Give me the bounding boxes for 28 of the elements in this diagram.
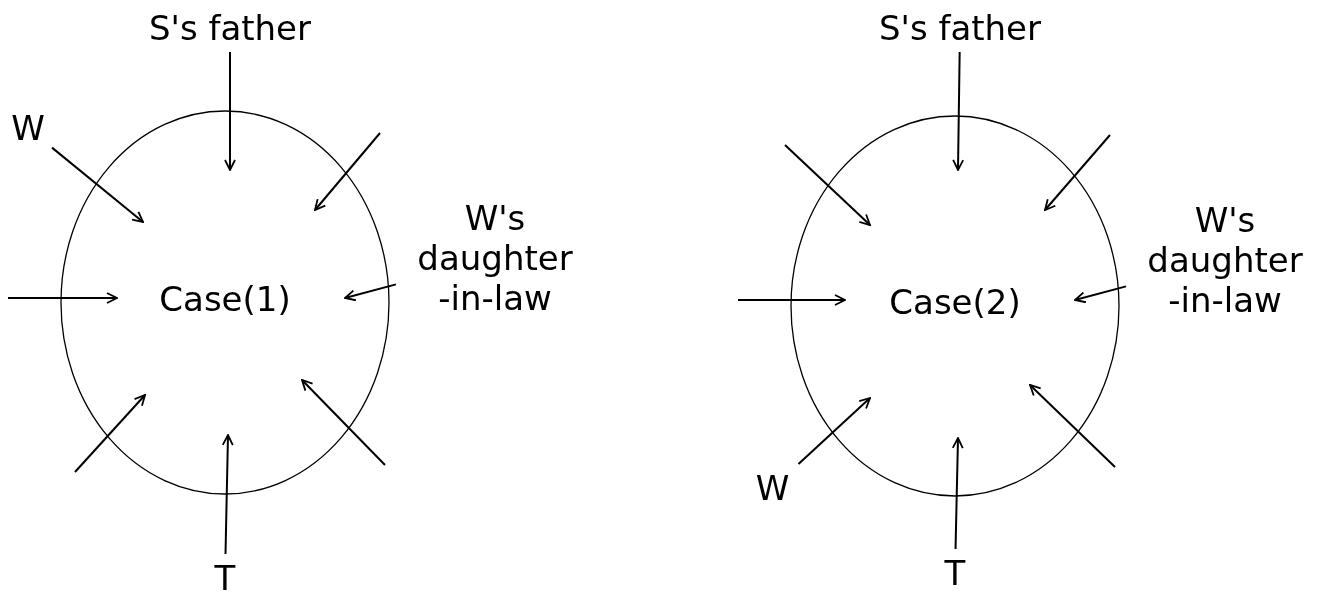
person-label: S's father: [130, 8, 330, 48]
person-label: T: [935, 553, 975, 593]
person-label: W's daughter -in-law: [400, 198, 590, 318]
table-circle: [60, 110, 390, 495]
arrow: [7, 292, 118, 304]
person-label: T: [205, 558, 245, 598]
arrow: [951, 437, 964, 550]
arrow: [797, 397, 871, 465]
arrow: [1044, 134, 1111, 211]
arrow: [1074, 285, 1127, 304]
arrow: [51, 146, 144, 223]
arrow: [737, 294, 846, 306]
arrow: [224, 51, 236, 171]
table-circle: [790, 115, 1120, 497]
person-label: W: [8, 108, 48, 148]
case-label: Case(1): [158, 278, 292, 319]
arrow: [784, 144, 871, 226]
arrow: [1029, 384, 1116, 468]
case-label: Case(2): [888, 282, 1022, 322]
arrow: [301, 379, 386, 466]
person-label: S's father: [860, 8, 1060, 48]
arrow: [314, 132, 381, 211]
arrow: [221, 434, 234, 555]
person-label: W's daughter -in-law: [1130, 200, 1320, 320]
arrow: [74, 394, 146, 473]
arrow: [952, 51, 965, 171]
person-label: W: [750, 468, 795, 508]
arrow: [344, 283, 397, 302]
